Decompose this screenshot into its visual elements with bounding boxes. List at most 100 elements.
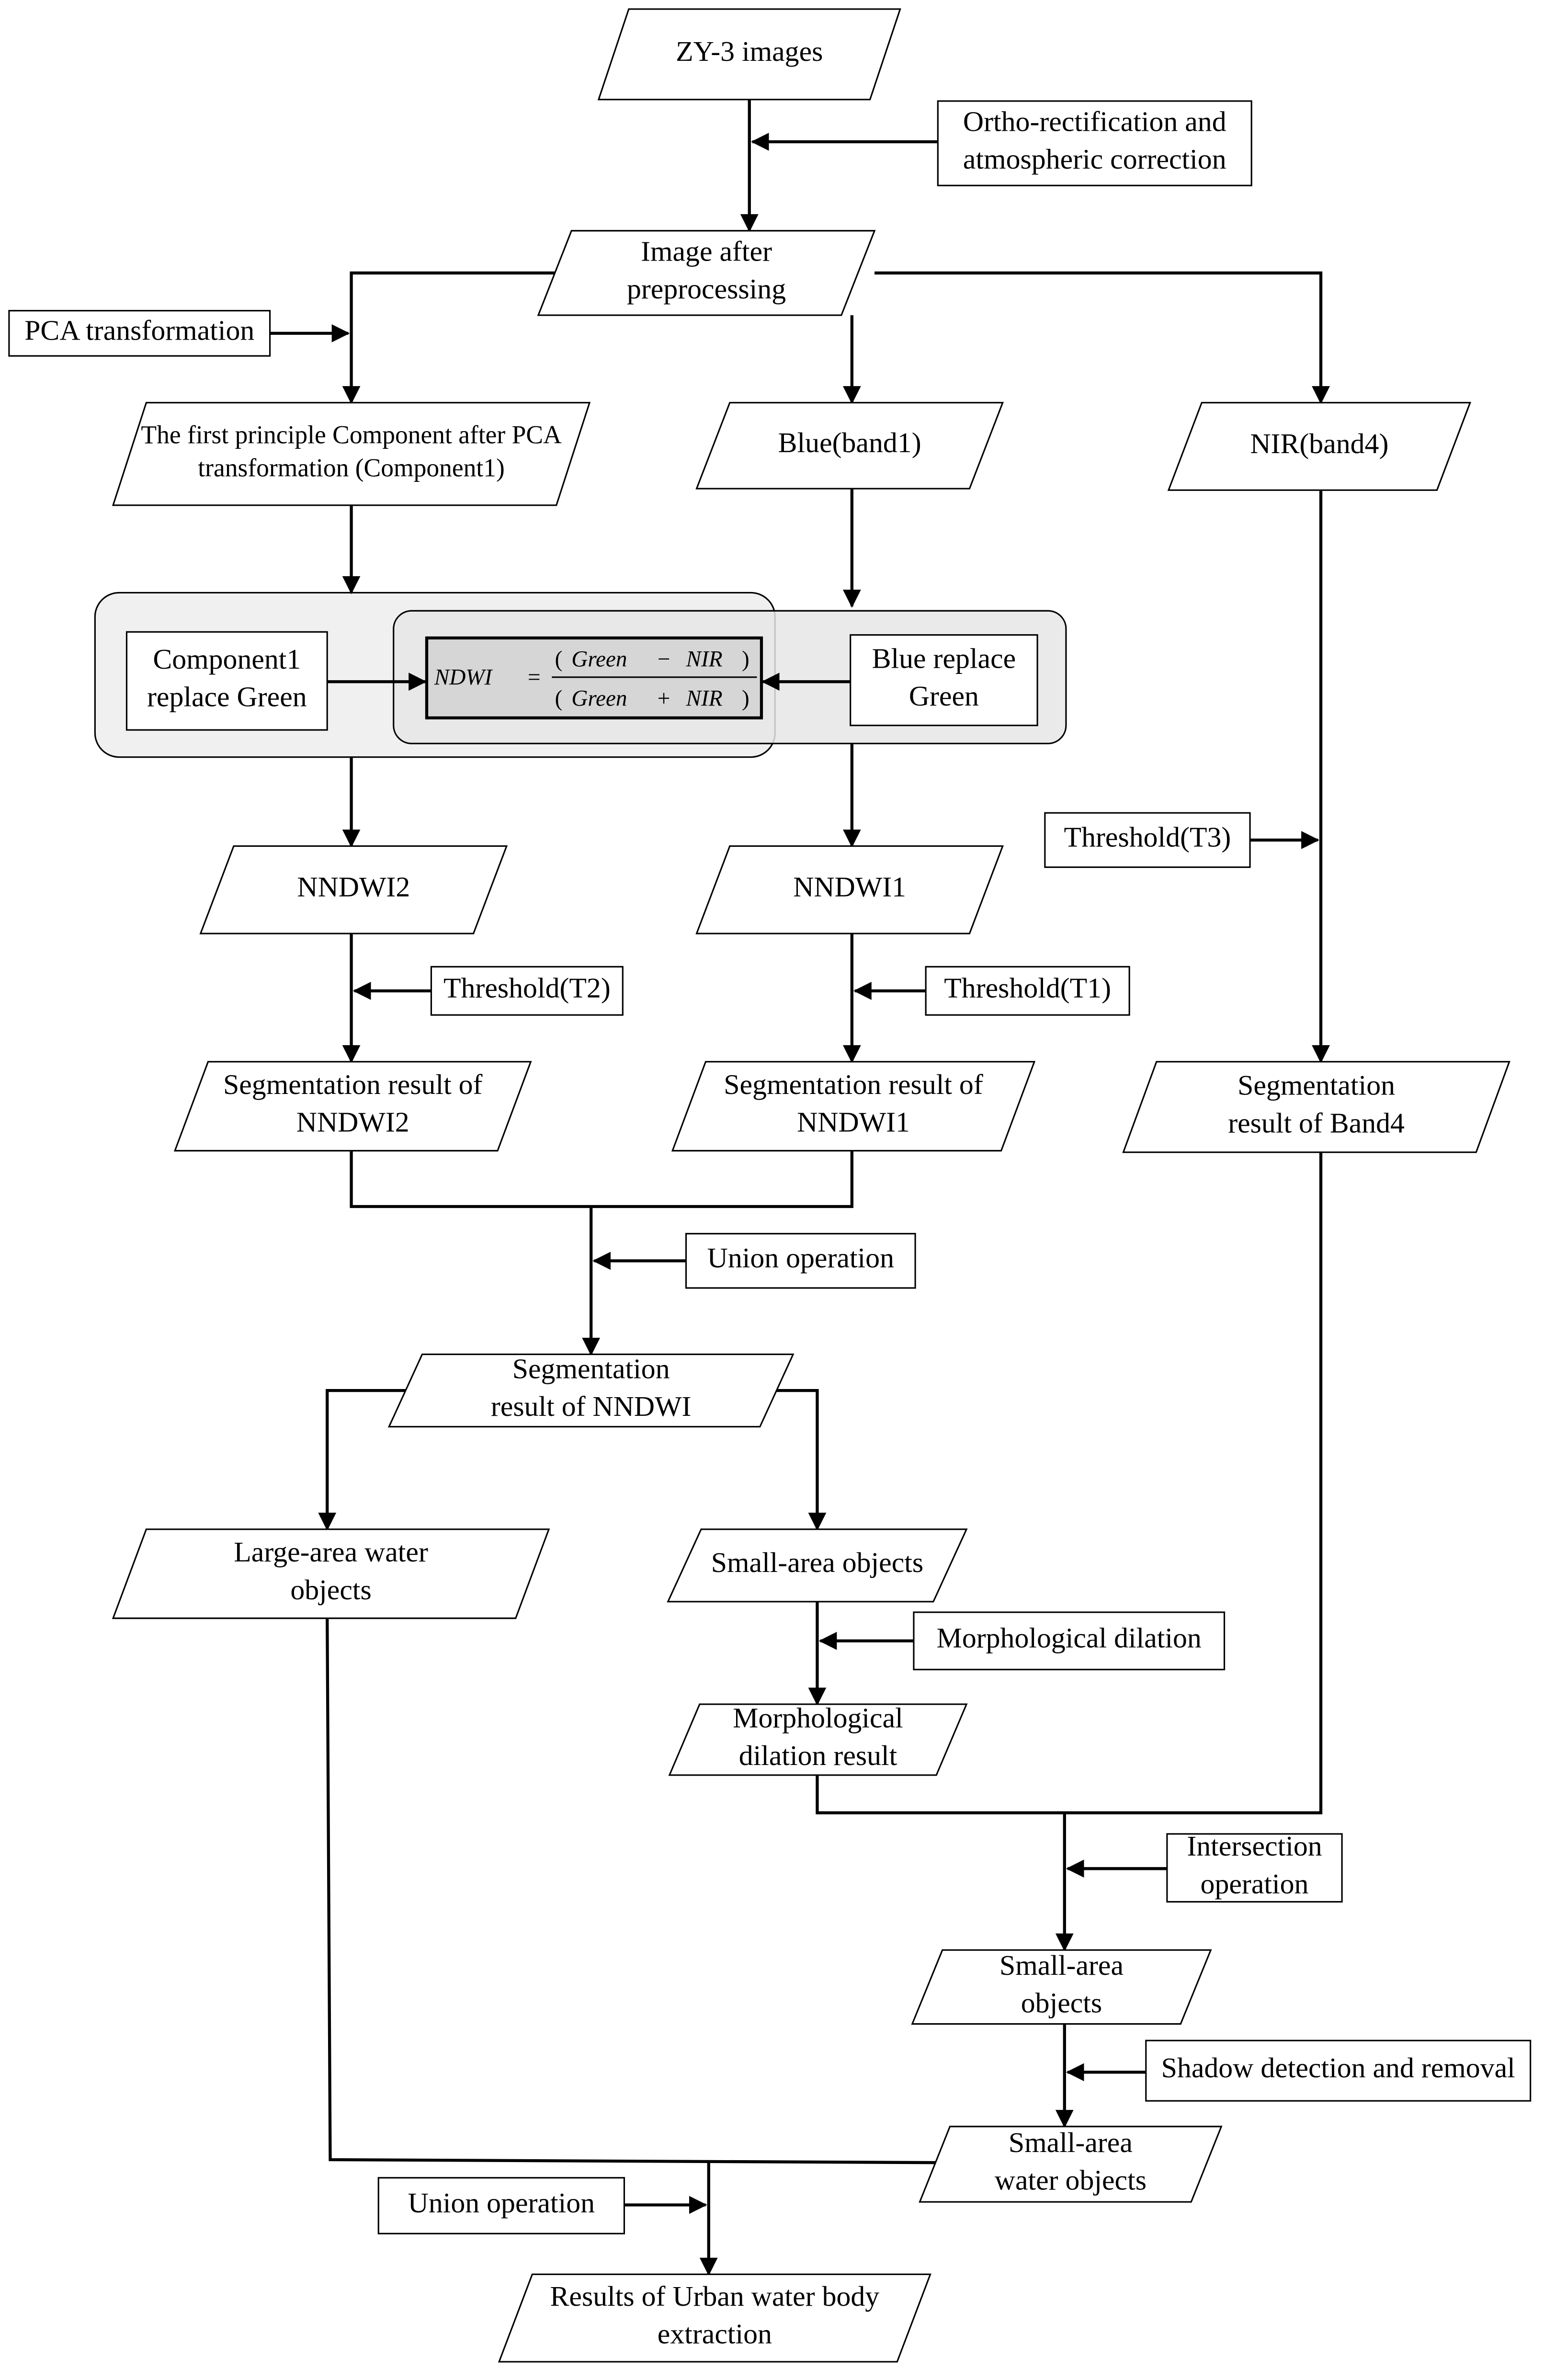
threshold-t2-step-shape (430, 966, 624, 1016)
first-principal-component-node-label: transformation (Component1) (198, 454, 505, 482)
segmentation-nndwi2-node-shape (173, 1061, 532, 1152)
line-segnn-to-small1 (772, 1389, 827, 1531)
union-operation-step-1-shape (685, 1233, 916, 1289)
segmentation-nndwi-node-label: Segmentation (512, 1353, 670, 1385)
first-principal-component-node-shape (112, 402, 591, 506)
component1-replace-green-box-label: replace Green (147, 681, 307, 713)
nndwi1-node-shape (695, 845, 1004, 934)
small-area-objects-node-2-label: objects (1021, 1987, 1102, 2019)
formula-den-close: ) (742, 686, 749, 711)
ortho-rectification-step-label: Ortho-rectification and (963, 106, 1226, 137)
small-area-objects-node-2-label: Small-area (999, 1949, 1124, 1981)
formula-num-close: ) (742, 647, 749, 672)
threshold-t1-step: Threshold(T1) (925, 966, 1130, 1016)
zy3-images-node-shape (597, 8, 901, 101)
union-operation-step-2-label: Union operation (408, 2187, 595, 2219)
component1-replace-green-box-label: Component1 (153, 643, 301, 675)
small-area-water-objects-node: Small-area water objects (919, 2126, 1223, 2203)
formula-lhs: NDWI (434, 665, 493, 690)
morphological-dilation-step-label: Morphological dilation (937, 1622, 1202, 1654)
segmentation-band4-node-label: result of Band4 (1228, 1107, 1405, 1139)
small-area-water-objects-node-label: Small-area (1009, 2127, 1133, 2158)
urban-water-extraction-result-node-label: Results of Urban water body (550, 2280, 880, 2312)
line-preproc-to-nir (874, 271, 1330, 404)
nir-band-node-label: NIR(band4) (1250, 428, 1388, 459)
segmentation-nndwi1-node-label: NNDWI1 (797, 1106, 910, 1138)
threshold-t3-step-label: Threshold(T3) (1064, 821, 1231, 853)
preprocessed-image-node-label: preprocessing (627, 273, 786, 305)
pca-transformation-step: PCA transformation (8, 310, 271, 357)
component1-replace-green-box-shape (125, 631, 328, 731)
small-area-objects-node-shape (667, 1528, 968, 1603)
preprocessed-image-node-shape (537, 230, 876, 316)
morphological-dilation-result-node-shape (668, 1703, 968, 1776)
formula-num-a: Green (571, 647, 627, 672)
small-area-water-objects-node-shape (919, 2126, 1223, 2203)
threshold-t1-step-label: Threshold(T1) (944, 972, 1111, 1003)
blue-replace-green-box-label: Green (909, 680, 979, 712)
formula-num-b: NIR (686, 647, 723, 672)
threshold-t1-step-shape (925, 966, 1130, 1016)
shadow-detection-removal-step-shape (1145, 2039, 1532, 2102)
small-area-water-objects-node-label: water objects (995, 2164, 1147, 2196)
formula-den-op: + (658, 686, 670, 711)
nndwi1-node: NNDWI1 (695, 845, 1004, 934)
threshold-t3-step: Threshold(T3) (1044, 812, 1251, 868)
large-area-water-objects-node-label: objects (290, 1574, 371, 1606)
urban-water-extraction-result-node-label: extraction (658, 2318, 772, 2350)
formula-den-open: ( (555, 686, 563, 711)
blue-replace-green-box-label: Blue replace (872, 642, 1016, 674)
formula-den-a: Green (571, 686, 627, 711)
threshold-t2-step-label: Threshold(T2) (443, 972, 611, 1003)
intersection-operation-step-label: Intersection (1187, 1830, 1322, 1862)
blue-band-node-shape (695, 402, 1004, 490)
ortho-rectification-step-label: atmospheric correction (963, 143, 1226, 175)
segmentation-band4-node-label: Segmentation (1237, 1070, 1395, 1101)
shadow-detection-removal-step-label: Shadow detection and removal (1161, 2052, 1515, 2084)
morphological-dilation-step: Morphological dilation (913, 1611, 1226, 1671)
preprocessed-image-node: Image after preprocessing (537, 230, 876, 316)
segmentation-nndwi-node: Segmentation result of NNDWI (387, 1353, 795, 1428)
urban-water-extraction-result-node: Results of Urban water body extraction (498, 2273, 931, 2363)
connector-lines (270, 99, 1330, 2276)
large-area-water-objects-node-label: Large-area water (234, 1536, 428, 1568)
small-area-objects-node: Small-area objects (667, 1528, 968, 1603)
line-segnn-to-large (318, 1389, 410, 1531)
ortho-rectification-step-shape (937, 100, 1252, 186)
zy3-images-node: ZY-3 images (597, 8, 901, 101)
nir-band-node-shape (1167, 402, 1472, 491)
segmentation-nndwi1-node-shape (671, 1061, 1036, 1152)
small-area-objects-node-2-shape (911, 1949, 1212, 2025)
pca-transformation-step-label: PCA transformation (24, 315, 254, 346)
large-area-water-objects-node: Large-area water objects (112, 1528, 550, 1619)
segmentation-band4-node: Segmentation result of Band4 (1122, 1061, 1510, 1153)
preprocessed-image-node-label: Image after (641, 235, 772, 267)
segmentation-nndwi-node-label: result of NNDWI (491, 1390, 692, 1422)
component1-replace-green-box: Component1 replace Green (125, 631, 328, 731)
threshold-t3-step-shape (1044, 812, 1251, 868)
small-area-objects-node-2: Small-area objects (911, 1949, 1212, 2025)
morphological-dilation-result-node-label: dilation result (739, 1740, 897, 1771)
segmentation-nndwi2-node-label: Segmentation result of (223, 1069, 483, 1100)
union-operation-step-1-label: Union operation (707, 1242, 894, 1274)
union-operation-step-1: Union operation (685, 1233, 916, 1289)
nndwi2-node-label: NNDWI2 (297, 871, 410, 903)
line-seg-union (350, 1150, 854, 1208)
morphological-dilation-step-shape (913, 1611, 1226, 1671)
blue-band-node: Blue(band1) (695, 402, 1004, 490)
first-principal-component-node: The first principle Component after PCAt… (112, 402, 591, 506)
line-morphres-segb4-join (816, 1152, 1323, 1814)
formula-equals: = (528, 665, 541, 690)
intersection-operation-step-label: operation (1201, 1868, 1309, 1900)
urban-water-extraction-result-node-shape (498, 2273, 931, 2363)
ndwi-formula: NDWI = ( Green − NIR ) ( Green + NIR ) (425, 636, 763, 719)
nndwi2-node: NNDWI2 (199, 845, 508, 934)
line-preproc-to-comp1 (342, 271, 558, 404)
threshold-t2-step: Threshold(T2) (430, 966, 624, 1016)
